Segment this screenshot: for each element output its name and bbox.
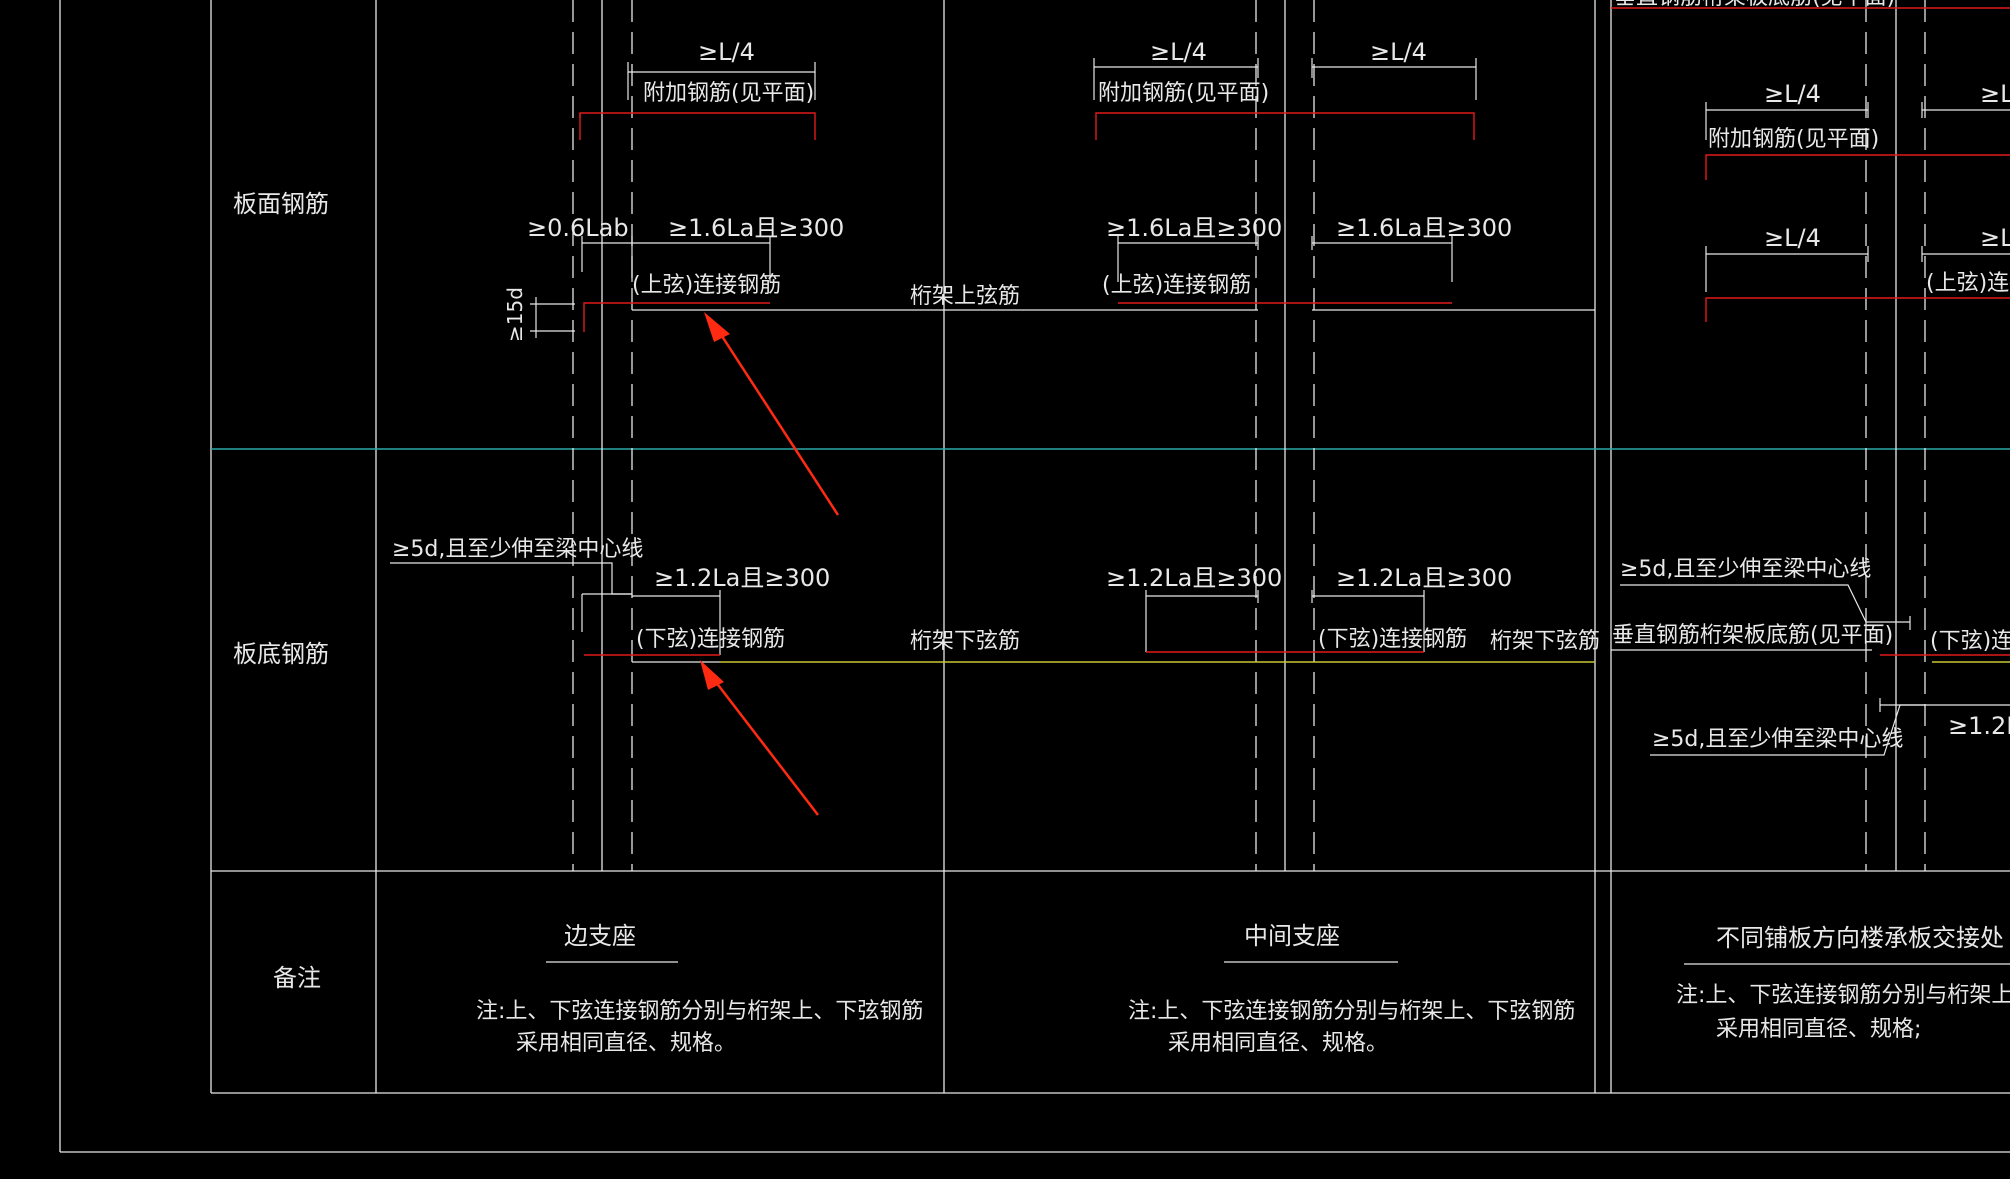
mid-note-line2: 采用相同直径、规格。 [1168,1031,1388,1056]
label-cross-lower-conn: (下弦)连接钢 [1930,629,2010,654]
dim-edge-l4 [627,62,816,73]
label-edge-upper-conn: (上弦)连接钢筋 [632,273,781,298]
label-cross-l4-1b: ≥L/ [1980,80,2010,108]
label-cross-l4-2b: ≥L/ [1980,224,2010,252]
mid-note-line1: 注:上、下弦连接钢筋分别与桁架上、下弦钢筋 [1128,999,1575,1024]
edge-section-title: 边支座 [564,922,636,950]
arrow-shaft-upper [716,329,840,516]
row-label-notes: 备注 [273,964,321,992]
label-mid-la12-left: ≥1.2La且≥300 [1106,564,1282,592]
label-mid-lower-conn: (下弦)连接钢筋 [1318,627,1467,652]
label-edge-lower-conn: (下弦)连接钢筋 [636,627,785,652]
label-15d: ≥15d [503,287,527,342]
leader-edge-5d [390,562,632,595]
text-layer: 板面钢筋 板底钢筋 备注 ≥L/4 附加钢筋(见平面) ≥0.6Lab ≥1.6… [233,0,2010,1056]
label-mid-la16-left: ≥1.6La且≥300 [1106,214,1282,242]
label-mid-la16-right: ≥1.6La且≥300 [1336,214,1512,242]
label-cross-additional: 附加钢筋(见平面) [1708,127,1879,152]
label-cross-upper-conn: (上弦)连接钢 [1926,271,2010,296]
cross-section-title: 不同铺板方向楼承板交接处 [1716,924,2004,952]
label-cross-la12: ≥1.2La [1948,712,2010,740]
label-cross-vertical-bottom: 垂直钢筋桁架板底筋(见平面) [1612,623,1893,648]
mid-additional-rebar [1095,112,1475,140]
edge-additional-rebar [579,112,816,140]
label-truss-top: 桁架上弦筋 [910,284,1020,309]
cross-note-line1: 注:上、下弦连接钢筋分别与桁架上、下弦钢筋 [1676,983,2010,1008]
label-cross-l4-1: ≥L/4 [1764,80,1821,108]
label-edge-l4: ≥L/4 [698,38,755,66]
cross-upper-conn-rebar [1705,297,2010,322]
label-cross-l4-2: ≥L/4 [1764,224,1821,252]
label-mid-l4-right: ≥L/4 [1370,38,1427,66]
arrow-head-upper [704,312,730,342]
mid-section-title: 中间支座 [1244,922,1340,950]
label-truss-bottom-mid: 桁架下弦筋 [1490,629,1600,654]
beam-lines [572,0,1926,871]
label-edge-la12: ≥1.2La且≥300 [654,564,830,592]
label-edge-lab: ≥0.6Lab [527,214,629,242]
cross-additional-rebar [1705,154,2010,180]
label-cross-5d-top: ≥5d,且至少伸至梁中心线 [1620,557,1871,582]
dimension-lines [390,58,2010,965]
label-mid-upper-conn: (上弦)连接钢筋 [1102,273,1251,298]
arrow-head-lower [700,660,724,690]
label-cross-top-edge: 垂直钢筋桁架板底筋(见平面) [1614,0,1895,10]
row-label-top: 板面钢筋 [233,190,329,218]
label-edge-5d: ≥5d,且至少伸至梁中心线 [392,537,643,562]
cross-note-line2: 采用相同直径、规格; [1716,1017,1921,1042]
label-mid-additional: 附加钢筋(见平面) [1098,81,1269,106]
leader-cross-5d-top [1620,584,1910,623]
label-edge-additional: 附加钢筋(见平面) [643,81,814,106]
label-cross-5d-bottom: ≥5d,且至少伸至梁中心线 [1652,727,1903,752]
label-mid-l4-left: ≥L/4 [1150,38,1207,66]
label-truss-bottom-edge: 桁架下弦筋 [910,629,1020,654]
label-mid-la12-right: ≥1.2La且≥300 [1336,564,1512,592]
arrow-shaft-lower [711,676,819,816]
edge-upper-conn-rebar [583,302,770,332]
row-label-bottom: 板底钢筋 [233,640,329,668]
edge-note-line1: 注:上、下弦连接钢筋分别与桁架上、下弦钢筋 [476,999,923,1024]
label-edge-la16: ≥1.6La且≥300 [668,214,844,242]
table-grid [59,0,2010,1153]
edge-note-line2: 采用相同直径、规格。 [516,1031,736,1056]
red-rebars [579,7,2010,656]
annotation-arrows [700,312,840,816]
